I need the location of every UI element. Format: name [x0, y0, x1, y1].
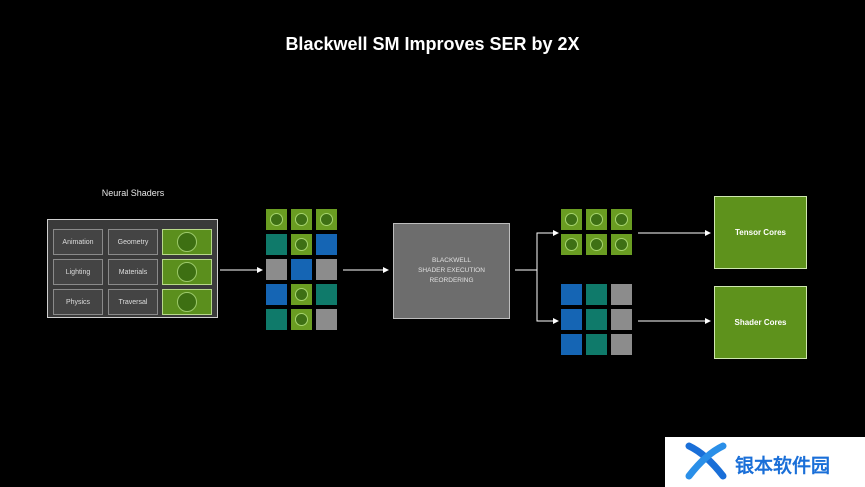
thread-square-blue — [561, 334, 582, 355]
thread-square-blue — [316, 234, 337, 255]
neural-shaders-panel: Animation Geometry Lighting Materials Ph… — [47, 219, 218, 318]
watermark-text: 银本软件园 — [735, 456, 831, 477]
thread-square-green — [561, 209, 582, 230]
thread-square-blue — [291, 259, 312, 280]
shader-cores-box: Shader Cores — [714, 286, 807, 359]
thread-square-teal — [586, 334, 607, 355]
thread-square-teal — [316, 284, 337, 305]
tensor-chip-icon — [615, 238, 628, 251]
ser-line-3: REORDERING — [429, 277, 474, 284]
thread-square-green — [611, 209, 632, 230]
neural-cell-1 — [162, 229, 212, 255]
tensor-chip-icon — [565, 238, 578, 251]
input-thread-grid — [266, 209, 340, 334]
thread-square-blue — [266, 284, 287, 305]
tensor-chip-icon — [177, 232, 197, 252]
neural-shaders-label: Neural Shaders — [101, 188, 165, 198]
tensor-chip-icon — [320, 213, 333, 226]
tensor-chip-icon — [177, 292, 197, 312]
thread-square-gray — [316, 259, 337, 280]
thread-square-green — [291, 234, 312, 255]
shader-cell-lighting: Lighting — [53, 259, 103, 285]
thread-square-gray — [266, 259, 287, 280]
thread-square-green — [291, 209, 312, 230]
tensor-chip-icon — [565, 213, 578, 226]
ser-line-2: SHADER EXECUTION — [418, 267, 485, 274]
tensor-chip-icon — [177, 262, 197, 282]
shader-cell-materials: Materials — [108, 259, 158, 285]
thread-square-teal — [586, 309, 607, 330]
thread-square-green — [611, 234, 632, 255]
thread-square-teal — [586, 284, 607, 305]
shader-cell-geometry: Geometry — [108, 229, 158, 255]
thread-square-green — [291, 284, 312, 305]
sorted-shader-grid — [561, 284, 635, 358]
neural-cell-3 — [162, 289, 212, 315]
thread-square-gray — [611, 309, 632, 330]
thread-square-green — [266, 209, 287, 230]
thread-square-green — [586, 209, 607, 230]
ser-box: BLACKWELL SHADER EXECUTION REORDERING — [393, 223, 510, 319]
page-title: Blackwell SM Improves SER by 2X — [285, 34, 580, 54]
thread-square-blue — [561, 284, 582, 305]
neural-cell-2 — [162, 259, 212, 285]
tensor-chip-icon — [295, 213, 308, 226]
thread-square-green — [291, 309, 312, 330]
thread-square-gray — [611, 334, 632, 355]
thread-square-teal — [266, 234, 287, 255]
thread-square-green — [316, 209, 337, 230]
thread-square-green — [561, 234, 582, 255]
tensor-chip-icon — [295, 288, 308, 301]
tensor-chip-icon — [295, 313, 308, 326]
tensor-chip-icon — [295, 238, 308, 251]
shader-cell-animation: Animation — [53, 229, 103, 255]
thread-square-gray — [611, 284, 632, 305]
thread-square-blue — [561, 309, 582, 330]
x-logo-icon — [685, 442, 727, 480]
tensor-cores-box: Tensor Cores — [714, 196, 807, 269]
thread-square-teal — [266, 309, 287, 330]
thread-square-green — [586, 234, 607, 255]
ser-line-1: BLACKWELL — [431, 257, 472, 264]
shader-cell-traversal: Traversal — [108, 289, 158, 315]
tensor-chip-icon — [270, 213, 283, 226]
tensor-chip-icon — [590, 213, 603, 226]
tensor-chip-icon — [590, 238, 603, 251]
sorted-neural-grid — [561, 209, 635, 258]
tensor-chip-icon — [615, 213, 628, 226]
thread-square-gray — [316, 309, 337, 330]
shader-cell-physics: Physics — [53, 289, 103, 315]
arrow-ser-branch — [515, 232, 557, 322]
